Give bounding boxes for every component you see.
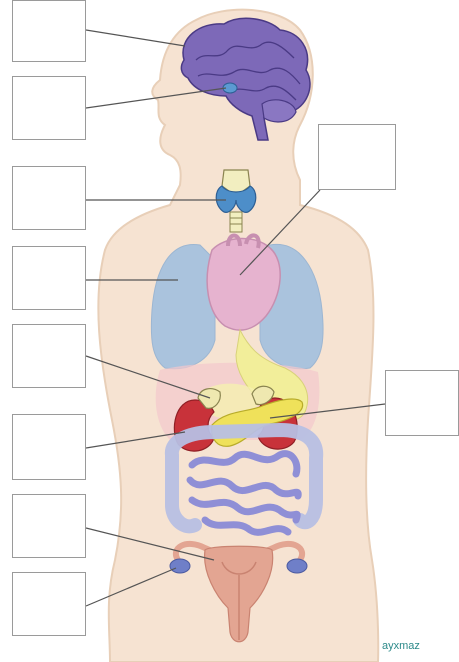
label-box-pituitary[interactable] — [12, 76, 86, 140]
label-box-adrenal[interactable] — [12, 324, 86, 388]
label-box-pancreas[interactable] — [385, 370, 459, 436]
label-box-kidney[interactable] — [12, 414, 86, 480]
label-box-lungs[interactable] — [12, 246, 86, 310]
left-ovary — [170, 559, 190, 573]
label-box-ovary[interactable] — [12, 572, 86, 636]
label-box-heart[interactable] — [318, 124, 396, 190]
watermark-text: ayxmaz — [382, 640, 420, 652]
label-box-uterus[interactable] — [12, 494, 86, 558]
trachea-shape — [230, 212, 242, 232]
label-box-brain[interactable] — [12, 0, 86, 62]
leader-line-brain — [86, 30, 185, 46]
right-ovary — [287, 559, 307, 573]
label-box-thyroid[interactable] — [12, 166, 86, 230]
